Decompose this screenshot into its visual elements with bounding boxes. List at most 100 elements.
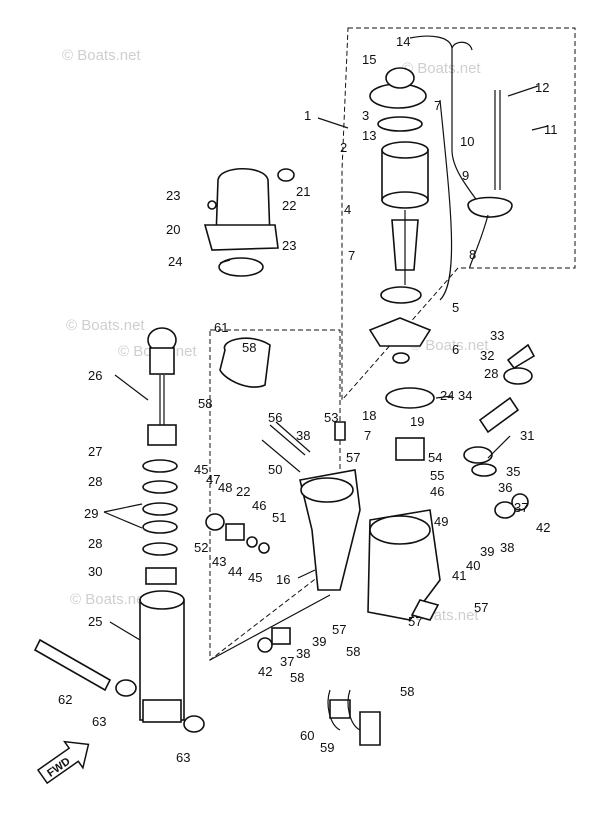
assembly-boundary [341,27,576,402]
part-label: 57 [474,600,488,615]
part-label: 6 [452,342,459,357]
part-label: 58 [400,684,414,699]
part-label: 19 [410,414,424,429]
watermark: © Boats.net [66,317,145,334]
part-label: 1 [304,108,311,123]
part-label: 14 [396,34,410,49]
part-label: 60 [300,728,314,743]
watermark: © Boats.net [410,337,489,354]
leader-lines [103,85,549,641]
part-label: 28 [88,536,102,551]
part-label: 29 [84,506,98,521]
part-label: 58 [346,644,360,659]
part-label: 22 [236,484,250,499]
part-label: 42 [258,664,272,679]
part-label: 9 [462,168,469,183]
part-label: 56 [268,410,282,425]
part-label: 30 [88,564,102,579]
part-label: 34 [458,388,472,403]
part-label: 38 [500,540,514,555]
part-label: 54 [428,450,442,465]
part-label: 51 [272,510,286,525]
part-label: 40 [466,558,480,573]
pivot-pin [33,638,205,733]
part-label: 31 [520,428,534,443]
part-label: 2 [340,140,347,155]
part-label: 33 [490,328,504,343]
part-label: 26 [88,368,102,383]
part-label: 35 [506,464,520,479]
part-label: 39 [480,544,494,559]
part-label: 42 [536,520,550,535]
part-label: 44 [228,564,242,579]
pump-manifold [261,439,441,621]
part-label: 58 [290,670,304,685]
part-label: 37 [514,500,528,515]
part-label: 3 [362,108,369,123]
part-label: 41 [452,568,466,583]
part-label: 16 [276,572,290,587]
part-label: 61 [214,320,228,335]
part-label: 7 [434,98,441,113]
part-label: 57 [332,622,346,637]
part-label: 59 [320,740,334,755]
part-label: 58 [242,340,256,355]
part-label: 48 [218,480,232,495]
tilt-motor-assembly [368,35,513,364]
part-label: 38 [296,428,310,443]
part-label: 15 [362,52,376,67]
part-label: 10 [460,134,474,149]
part-label: 38 [296,646,310,661]
part-label: 50 [268,462,282,477]
part-label: 47 [206,472,220,487]
part-label: 5 [452,300,459,315]
part-label: 13 [362,128,376,143]
part-label: 55 [430,468,444,483]
right-side-parts [385,343,536,519]
reservoir-assembly [203,168,295,277]
part-label: 58 [198,396,212,411]
part-label: 43 [212,554,226,569]
part-label: 27 [88,444,102,459]
part-label: 28 [484,366,498,381]
part-label: 45 [194,462,208,477]
part-label: 49 [434,514,448,529]
part-label: 8 [469,247,476,262]
part-label: 18 [362,408,376,423]
watermark: © Boats.net [402,60,481,77]
part-label: 63 [92,714,106,729]
part-label: 7 [364,428,371,443]
fwd-arrow-icon: FWD [36,740,90,785]
part-label: 57 [408,614,422,629]
part-label: 63 [176,750,190,765]
part-number-labels: 14 15 12 1 11 3 7 13 2 10 9 23 21 22 4 2… [58,34,558,765]
part-label: 24 [168,254,182,269]
watermark: © Boats.net [70,591,149,608]
part-label: 4 [344,202,351,217]
part-label: 39 [312,634,326,649]
tilt-cylinder [139,327,185,723]
part-label: 57 [346,450,360,465]
part-label: 36 [498,480,512,495]
part-label: 7 [348,248,355,263]
part-label: 45 [248,570,262,585]
part-label: 32 [480,348,494,363]
part-label: 53 [324,410,338,425]
part-label: 23 [282,238,296,253]
watermark: © Boats.net [62,47,141,64]
part-label: 21 [296,184,310,199]
part-label: 25 [88,614,102,629]
part-label: 23 [166,188,180,203]
part-label: 12 [535,80,549,95]
part-label: 28 [88,474,102,489]
part-label: 46 [430,484,444,499]
part-label: 62 [58,692,72,707]
part-label: 20 [166,222,180,237]
part-label: 52 [194,540,208,555]
part-label: 46 [252,498,266,513]
lower-small-parts [205,337,440,746]
part-label: 22 [282,198,296,213]
part-label: 24 [440,388,454,403]
part-label: 11 [544,122,558,137]
